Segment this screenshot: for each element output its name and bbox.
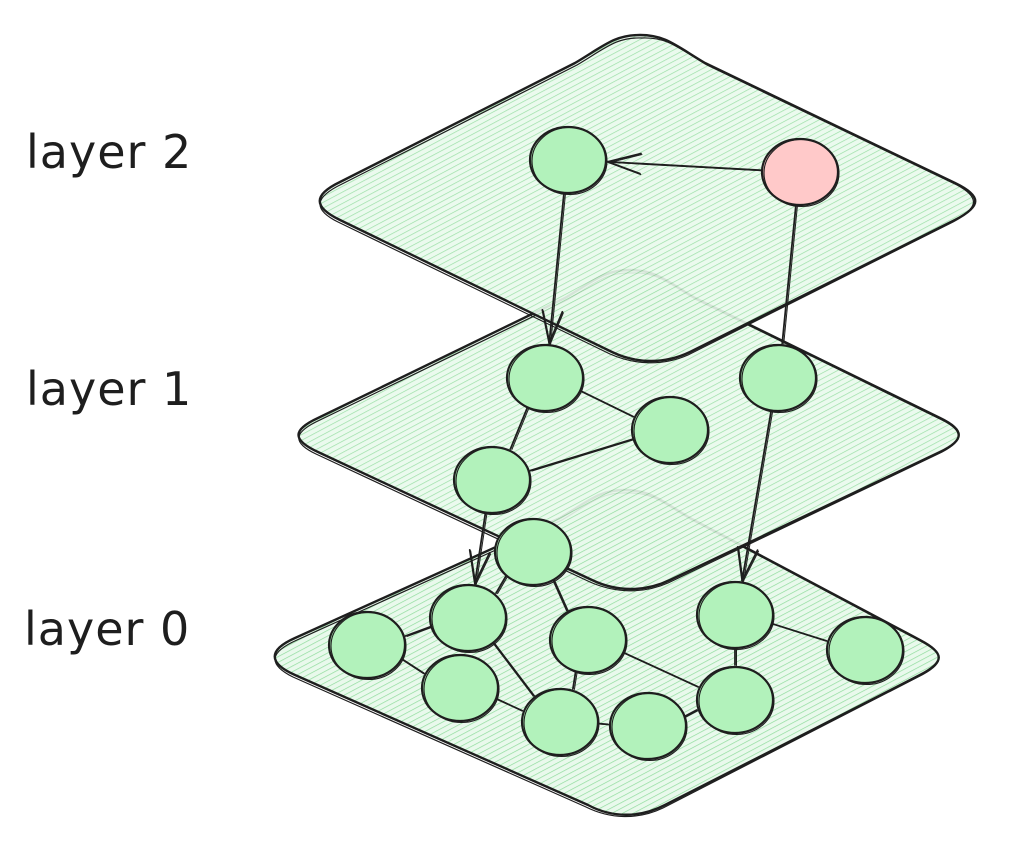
node-g	[428, 583, 508, 654]
edge-i-m	[572, 670, 578, 690]
node-b	[505, 343, 585, 414]
node-l	[420, 653, 500, 724]
edge-m-n	[597, 722, 611, 726]
entry-node-r	[760, 137, 840, 208]
node-i	[548, 605, 628, 676]
edge-h-l	[400, 657, 426, 675]
arrow-edge-c-j	[736, 409, 774, 583]
edge-i-o	[622, 651, 700, 688]
node-e	[452, 445, 532, 516]
node-d	[630, 395, 710, 466]
edge-f-g	[495, 574, 509, 595]
node-o	[695, 665, 775, 736]
node-m	[520, 687, 600, 758]
node-c	[738, 343, 818, 414]
edges-group	[400, 152, 829, 726]
layer-2-plane	[318, 33, 977, 364]
node-f	[493, 517, 573, 588]
node-j	[695, 580, 775, 651]
edge-j-o	[734, 647, 737, 666]
edge-l-m	[495, 697, 525, 712]
node-n	[608, 691, 688, 762]
edge-r-c	[781, 203, 798, 345]
edge-b-e	[509, 406, 530, 450]
edge-d-e	[529, 438, 636, 472]
edge-j-k	[770, 622, 829, 642]
arrow-edge-e-g	[468, 511, 492, 586]
node-h	[327, 610, 407, 681]
layer-1-label: layer 1	[26, 362, 192, 416]
arrow-edge-r-a	[607, 152, 765, 176]
layer-0-label: layer 0	[24, 602, 190, 656]
nodes-group	[327, 125, 905, 762]
layer-2-label: layer 2	[26, 125, 192, 179]
edge-g-h	[404, 625, 434, 637]
node-k	[825, 615, 905, 686]
arrow-edge-a-b	[541, 191, 567, 345]
edge-g-m	[492, 641, 536, 697]
edge-f-i	[552, 579, 569, 612]
node-a	[528, 125, 608, 196]
edge-n-o	[683, 709, 699, 718]
edge-b-d	[579, 389, 636, 418]
